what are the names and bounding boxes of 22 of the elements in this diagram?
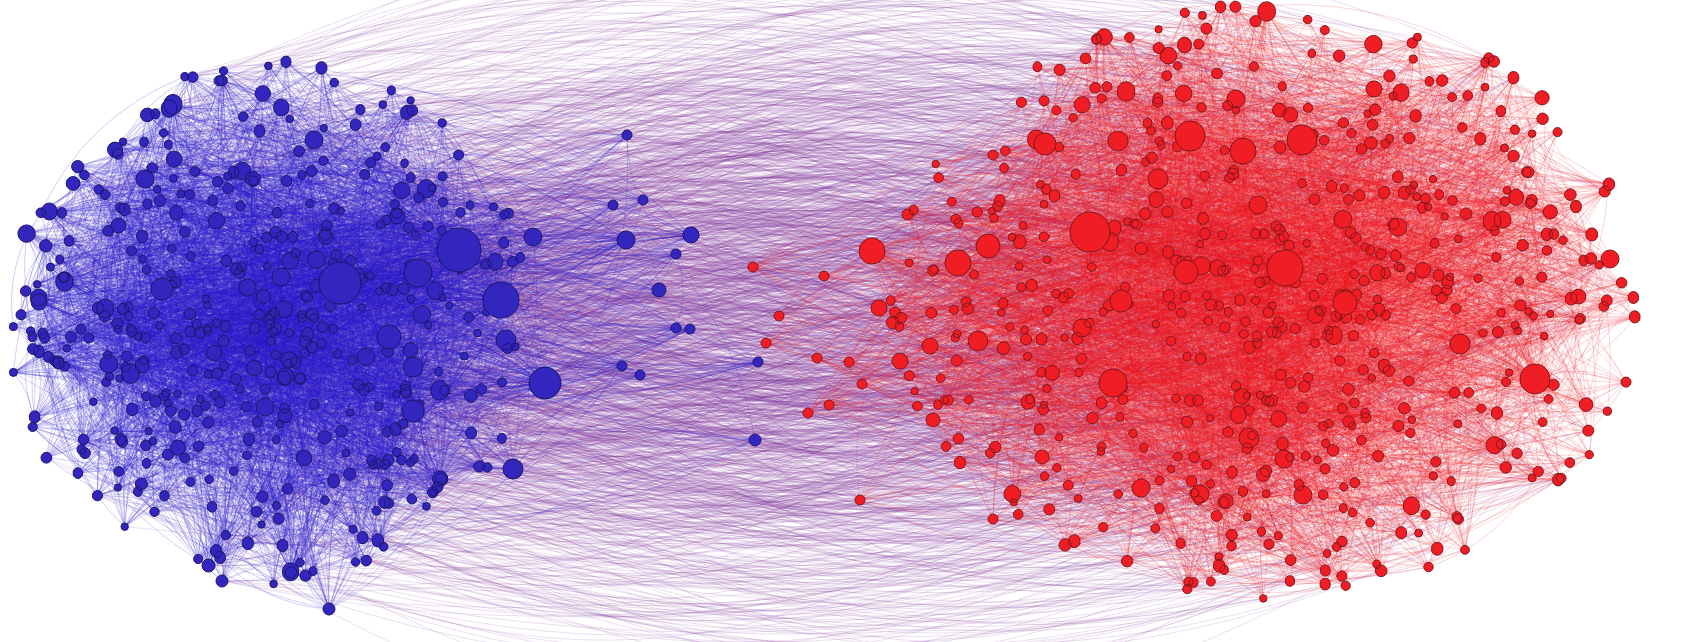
network-node — [1266, 249, 1304, 287]
network-node — [975, 233, 1001, 259]
network-node — [1174, 120, 1206, 152]
network-node — [1033, 132, 1057, 156]
network-node — [403, 258, 433, 288]
network-node — [1286, 124, 1318, 156]
network-node — [482, 281, 520, 319]
network-node — [1173, 259, 1199, 285]
network-node — [858, 237, 886, 265]
network-node — [944, 249, 972, 277]
network-node — [401, 399, 425, 423]
network-node — [1098, 368, 1128, 398]
network-node — [436, 227, 482, 273]
network-node — [1332, 290, 1358, 316]
network-node — [150, 277, 174, 301]
network-node — [528, 366, 562, 400]
network-node — [1109, 289, 1133, 313]
network-node — [318, 261, 362, 305]
network-node — [376, 324, 402, 350]
network-node — [1229, 137, 1257, 165]
network-node — [1519, 363, 1551, 395]
network-node — [1069, 211, 1111, 253]
